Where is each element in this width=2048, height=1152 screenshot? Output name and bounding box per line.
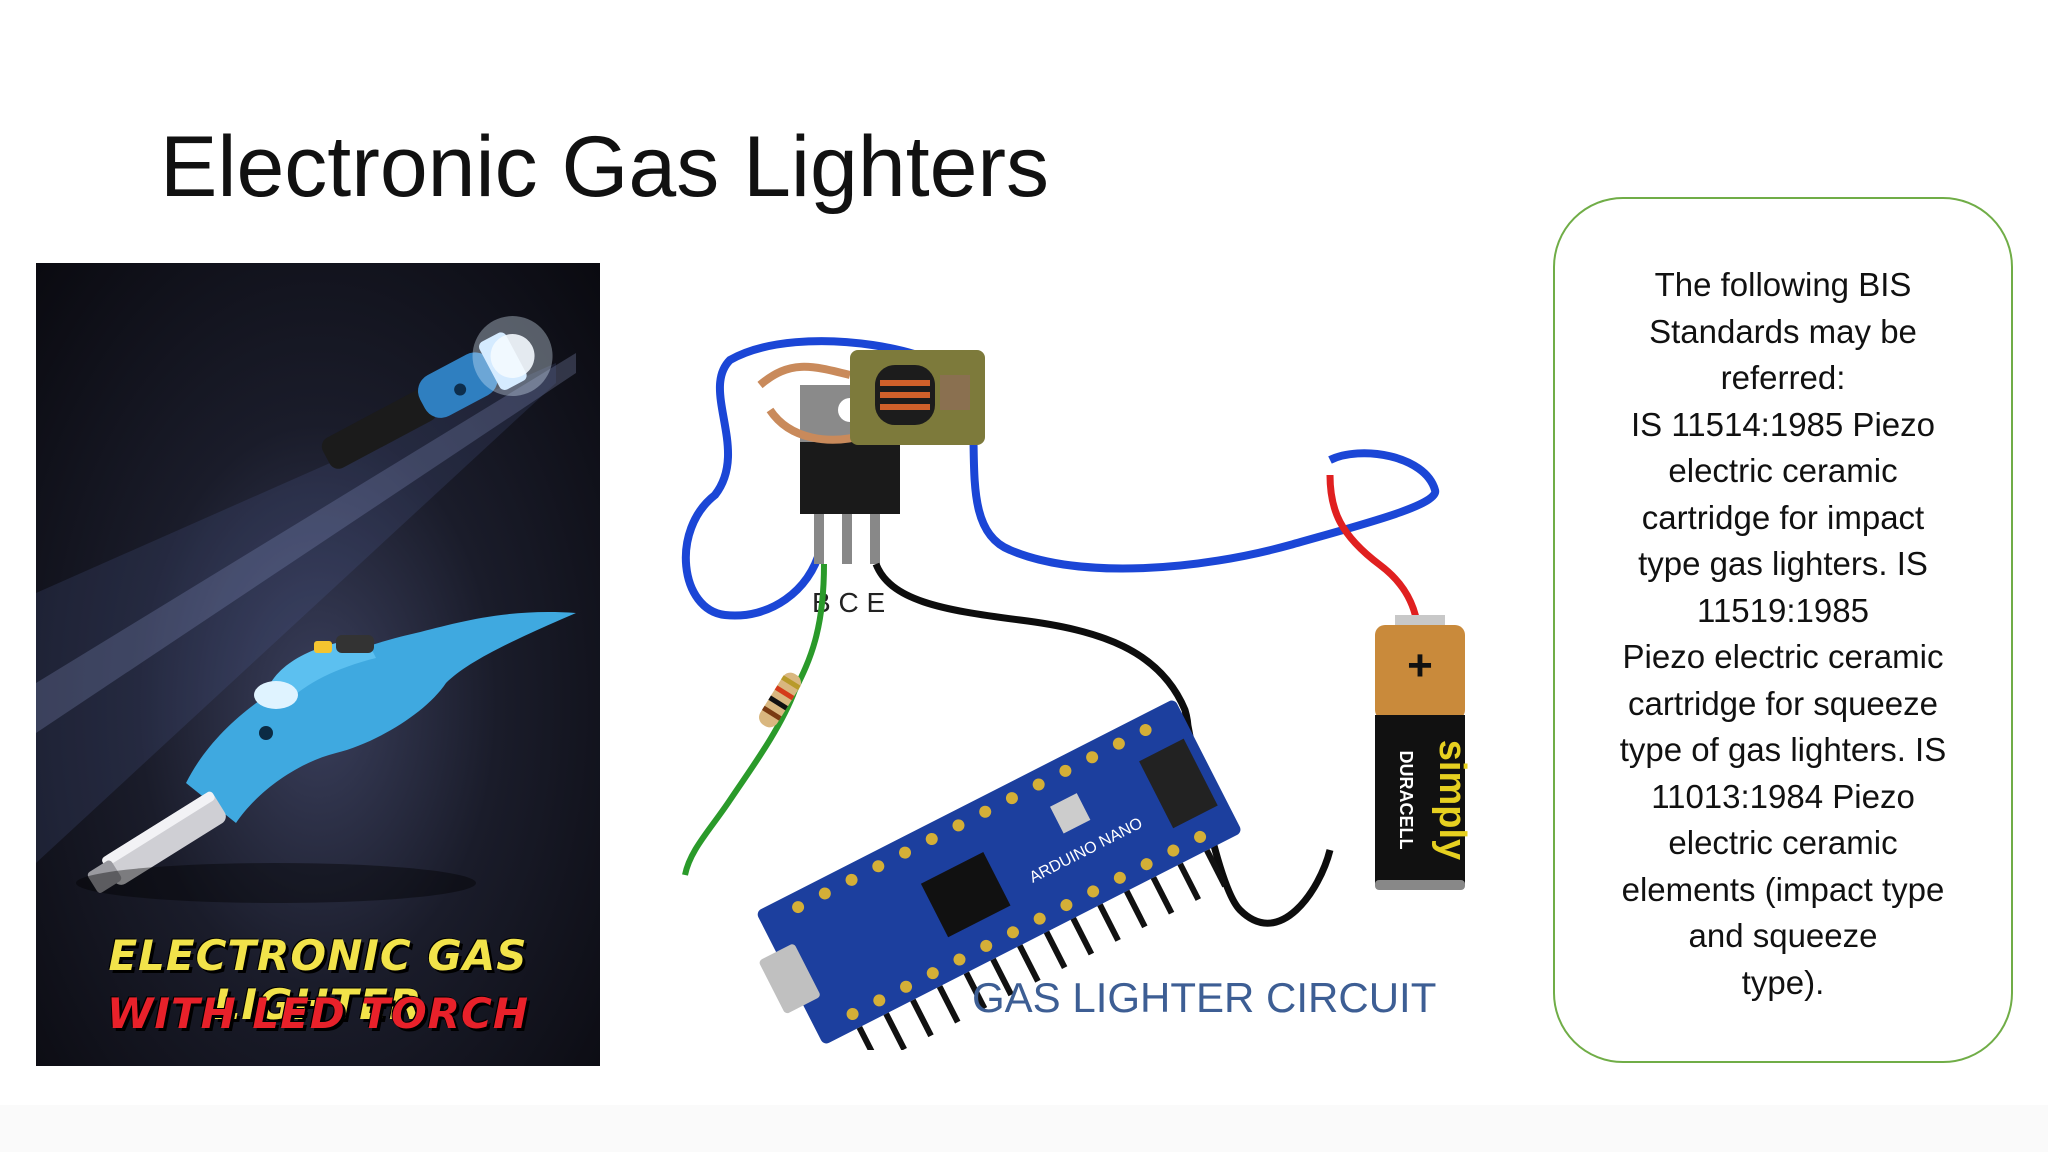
- info-line: The following BIS: [1654, 266, 1912, 303]
- info-line: elements (impact type: [1621, 870, 1945, 908]
- circuit-caption: GAS LIGHTER CIRCUIT: [972, 974, 1437, 1021]
- info-line: 11519:1985: [1697, 591, 1869, 629]
- battery-maker: DURACELL: [1396, 751, 1416, 850]
- battery-plus: +: [1407, 641, 1433, 690]
- info-line: cartridge for impact: [1641, 498, 1925, 536]
- gas-lighter-circuit-diagram: B C E: [681, 337, 1473, 1050]
- info-line: IS 11514:1985 Piezo: [1631, 405, 1935, 443]
- green-wire: [682, 563, 827, 876]
- info-line: cartridge for squeeze: [1627, 684, 1938, 722]
- battery-brand: simply: [1431, 740, 1473, 860]
- battery-icon: + simply DURACELL: [1375, 615, 1473, 890]
- info-line: type gas lighters. IS: [1638, 545, 1928, 582]
- info-line: Piezo electric ceramic: [1622, 638, 1944, 675]
- slide-title: Electronic Gas Lighters: [160, 119, 1050, 215]
- poster-title-line1: ELECTRONIC GAS LIGHTER: [108, 931, 528, 1029]
- info-line: type of gas lighters. IS: [1619, 731, 1947, 768]
- lighter-product-image: ELECTRONIC GAS LIGHTER WITH LED TORCH: [36, 263, 600, 1066]
- bottom-strip: [0, 1105, 2048, 1152]
- info-line: and squeeze: [1688, 917, 1878, 954]
- info-line: 11013:1984 Piezo: [1651, 777, 1915, 815]
- info-line: electric ceramic: [1668, 824, 1898, 861]
- info-line: referred:: [1720, 359, 1846, 396]
- info-line: Standards may be: [1649, 312, 1917, 350]
- bis-standards-text: The following BIS Standards may be refer…: [1578, 262, 1988, 1006]
- blue-wire-loop: [681, 337, 1440, 620]
- bis-standards-box: [1553, 197, 2013, 1063]
- resistor-icon: [759, 672, 801, 728]
- arduino-nano-board-icon: ARDUINO NANO: [757, 700, 1241, 1050]
- high-voltage-module-icon: [757, 350, 985, 445]
- red-wire: [1326, 474, 1422, 631]
- info-line: type).: [1741, 963, 1825, 1001]
- poster-title-line2: WITH LED TORCH: [107, 989, 529, 1038]
- info-line: electric ceramic: [1668, 452, 1898, 489]
- lighter-illustration: [36, 316, 576, 903]
